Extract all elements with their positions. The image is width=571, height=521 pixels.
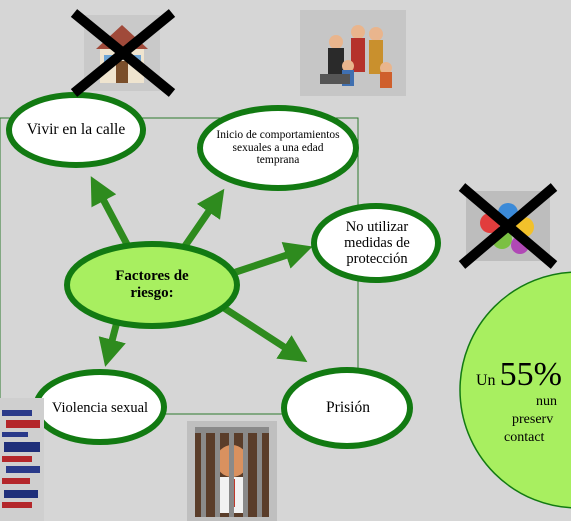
house-crossed-icon	[70, 9, 176, 97]
callout-line4: contact	[504, 430, 545, 445]
node-inicio-label: Inicio de comportamientos sexuales a una…	[216, 128, 340, 167]
arrow-to-medidas	[232, 242, 313, 276]
node-prision-label: Prisión	[326, 399, 370, 417]
arrow-to-inicio	[181, 188, 225, 250]
word-cloud-hand-icon	[0, 398, 44, 521]
arrow-to-prision	[220, 304, 308, 363]
node-violencia-label: Violencia sexual	[51, 399, 149, 416]
node-inicio-shape	[197, 105, 359, 191]
condoms-crossed-icon	[458, 183, 558, 269]
callout-circle	[459, 271, 571, 509]
callout-number: 55%	[499, 358, 562, 393]
center-node-label: Factores de riesgo:	[115, 268, 189, 301]
center-node-shape	[64, 241, 240, 329]
callout-line3: preserv	[512, 412, 554, 427]
node-prision-shape	[281, 367, 413, 449]
callout-line2: nun	[536, 394, 557, 409]
prisoner-behind-bars-icon	[187, 421, 277, 521]
arrow-to-calle	[90, 176, 134, 254]
statistic-callout: Un 55% nun preserv contact	[476, 358, 571, 478]
family-group-icon	[300, 10, 406, 96]
callout-prefix: Un	[476, 372, 496, 389]
node-calle-label: Vivir en la calle	[26, 121, 126, 139]
node-medidas-label: No utilizar medidas de protección	[344, 218, 410, 268]
node-medidas-shape	[311, 203, 441, 283]
